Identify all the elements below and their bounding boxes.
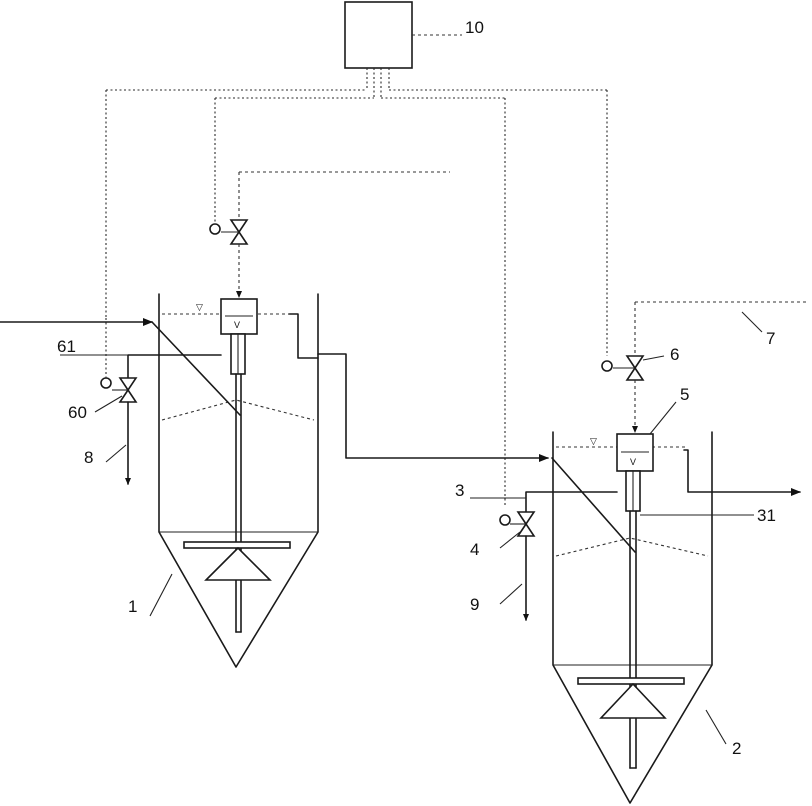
valve-4-leader — [499, 531, 521, 549]
label-pipe-61: 61 — [57, 337, 76, 356]
tank-2-sludge-line — [470, 491, 618, 513]
line-7-leader — [741, 311, 763, 333]
tank-1-dosing-unit — [220, 298, 258, 375]
label-line-9: 9 — [470, 595, 479, 614]
tank-2-inlet-pipe — [551, 457, 636, 553]
transfer-pipe — [317, 353, 549, 462]
valve-60-leader — [94, 395, 123, 413]
tank-1 — [158, 293, 319, 668]
label-tank-2: 2 — [732, 739, 741, 758]
label-unit-5: 5 — [680, 385, 689, 404]
label-controller: 10 — [465, 18, 484, 37]
tank-2-level-mark: ▽ — [590, 436, 597, 446]
label-valve-6: 6 — [670, 345, 679, 364]
controller-box — [344, 1, 462, 69]
label-line-7: 7 — [766, 329, 775, 348]
valve-6-leader — [642, 355, 665, 361]
label-valve-60: 60 — [68, 403, 87, 422]
label-line-8: 8 — [84, 448, 93, 467]
tank-1-leader — [149, 573, 173, 617]
tank-2-unit-mark: V — [630, 457, 636, 467]
tank-1-stirrer — [183, 373, 291, 633]
tank-2-stirrer — [577, 510, 685, 769]
line-9-leader — [499, 583, 523, 605]
valve-6 — [601, 355, 645, 381]
tank-1-unit-mark: V — [234, 320, 240, 330]
label-tank-1: 1 — [128, 597, 137, 616]
valve-upper-1 — [209, 219, 249, 245]
label-valve-4: 4 — [470, 540, 479, 559]
tank-2-leader — [705, 709, 727, 745]
tank-1-inlet-pipe — [151, 321, 241, 416]
controller-signal-lines — [105, 68, 608, 505]
tank-2 — [552, 431, 713, 804]
tank-2-dosing-unit — [616, 433, 654, 512]
label-pipe-3: 3 — [455, 481, 464, 500]
label-pipe-31: 31 — [757, 506, 776, 525]
tank-1-sludge-line — [60, 354, 222, 379]
valve-4 — [499, 511, 536, 537]
unit-5-leader — [649, 401, 677, 435]
line-8-leader — [105, 444, 127, 463]
tank-1-level-mark: ▽ — [196, 302, 203, 312]
